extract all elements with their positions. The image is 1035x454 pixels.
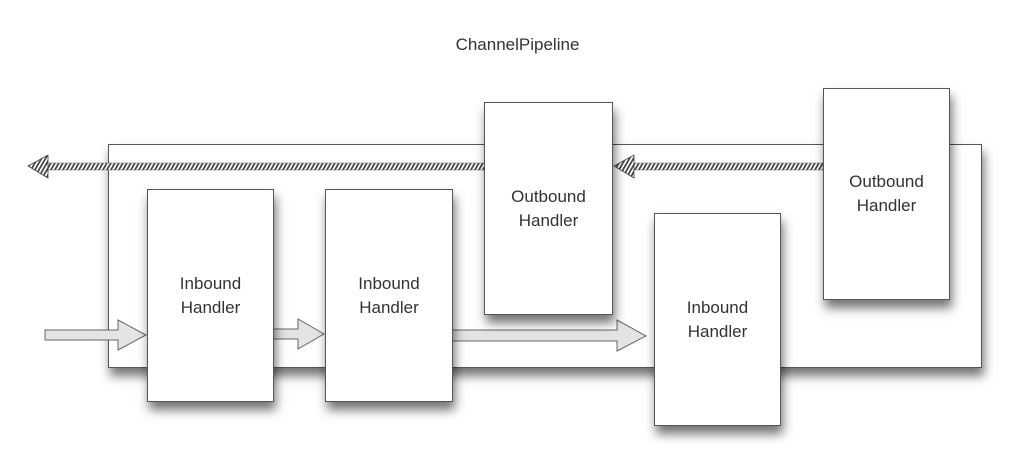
inbound-flow-arrow	[44, 318, 648, 352]
handler-label-type: Outbound	[511, 186, 586, 206]
handler-label-kind: Handler	[180, 297, 241, 317]
handler-label-kind: Handler	[359, 297, 419, 317]
outbound-handler-2: Outbound Handler	[823, 88, 950, 300]
inbound-handler-1: Inbound Handler	[147, 189, 274, 402]
outbound-flow-arrow	[27, 154, 824, 179]
diagram-title: ChannelPipeline	[455, 35, 580, 54]
outbound-arrow-shaft-right	[631, 162, 824, 171]
handler-label-type: Inbound	[358, 273, 420, 293]
handler-label-type: Inbound	[179, 273, 242, 293]
handler-label-kind: Handler	[518, 210, 579, 230]
inbound-arrow-handler-2-to-3	[450, 319, 648, 352]
inbound-arrow-handler-1-to-2	[272, 318, 326, 350]
inbound-handler-2: Inbound Handler	[325, 189, 453, 402]
inbound-arrow-into-handler-1	[44, 319, 148, 351]
handler-label-kind: Handler	[856, 196, 917, 215]
handler-label-type: Outbound	[849, 172, 924, 191]
outbound-arrowhead-right	[613, 154, 635, 179]
handler-label-type: Inbound	[686, 297, 749, 317]
outbound-handler-1: Outbound Handler	[484, 102, 613, 315]
inbound-handler-3: Inbound Handler	[654, 213, 781, 426]
outbound-arrowhead-left	[27, 154, 49, 179]
handler-label-kind: Handler	[687, 321, 748, 341]
outbound-arrow-shaft-left	[43, 162, 486, 171]
